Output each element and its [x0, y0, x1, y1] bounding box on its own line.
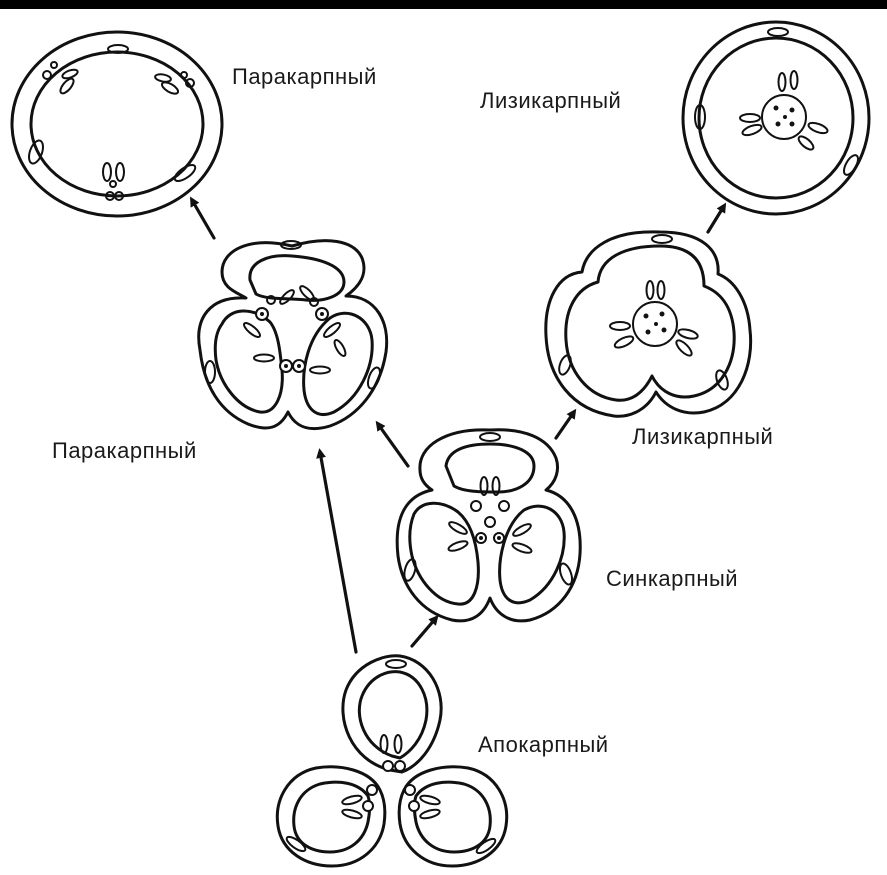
label-lizikarpny-mid: Лизикарпный: [632, 424, 773, 450]
arrow-sinkarpny-to-lizikarpny: [556, 412, 574, 438]
ovary-lizikarpny-mid: [546, 232, 751, 416]
arrow-apokarpny-to-parakarpny: [320, 452, 356, 652]
label-parakarpny-top: Паракарпный: [232, 64, 377, 90]
label-parakarpny-mid: Паракарпный: [52, 438, 197, 464]
ovary-parakarpny-top: [12, 32, 222, 216]
ovary-lizikarpny-top: [683, 22, 869, 214]
arrow-parakarpny-to-parakarpny: [192, 200, 214, 238]
arrow-apokarpny-to-sinkarpny: [412, 618, 436, 646]
arrow-sinkarpny-to-parakarpny: [378, 424, 408, 466]
ovary-parakarpny-mid: [199, 241, 387, 429]
arrow-lizikarpny-to-lizikarpny: [708, 206, 724, 232]
label-sinkarpny: Синкарпный: [606, 566, 738, 592]
ovary-sinkarpny: [397, 430, 580, 621]
label-apokarpny: Апокарпный: [478, 732, 609, 758]
label-lizikarpny-top: Лизикарпный: [480, 88, 621, 114]
ovary-apokarpny: [277, 656, 506, 866]
